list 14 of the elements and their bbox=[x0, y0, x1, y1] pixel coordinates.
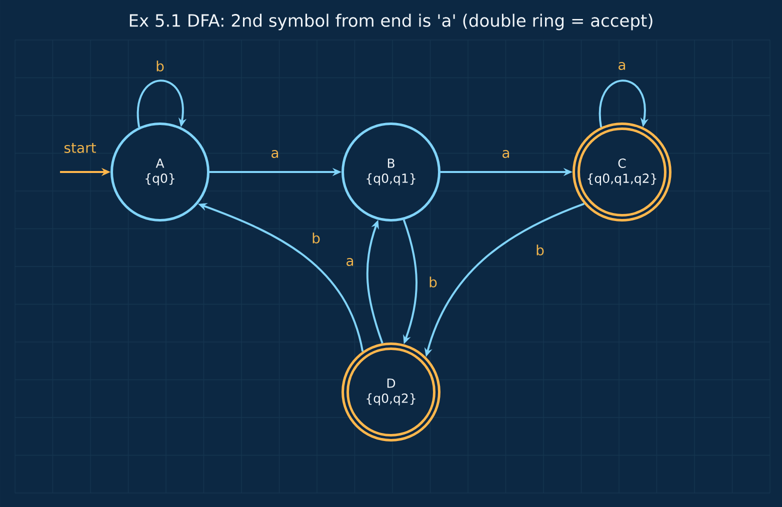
edge-label: start bbox=[64, 142, 96, 153]
loop-arrow bbox=[136, 80, 187, 128]
node-label: {q0,q2} bbox=[366, 393, 416, 406]
edge-label: b bbox=[312, 232, 320, 244]
title: Ex 5.1 DFA: 2nd symbol from end is 'a' (double ring = accept) bbox=[130, 14, 652, 30]
edge-label: a bbox=[502, 150, 510, 158]
edge-label: b bbox=[536, 244, 544, 256]
edge-label: b bbox=[430, 276, 437, 288]
edge-label: b bbox=[156, 60, 164, 72]
edge-label: a bbox=[272, 150, 278, 158]
loop-arrow bbox=[598, 80, 649, 128]
edge-label: a bbox=[618, 62, 626, 70]
edge-label: a bbox=[346, 258, 354, 266]
node-label: D bbox=[387, 378, 396, 388]
